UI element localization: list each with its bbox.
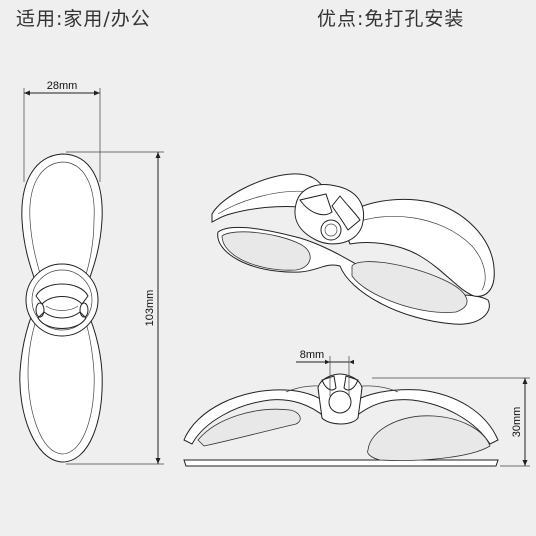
top-view-hub-knob-right xyxy=(79,302,89,318)
perspective-hub-body xyxy=(294,184,364,245)
dim-width-label: 28mm xyxy=(47,80,78,92)
dim-height-label: 30mm xyxy=(511,407,523,438)
perspective-hub-ball-inner xyxy=(324,223,338,237)
front-view-right-wing xyxy=(349,389,499,445)
top-view-hub-center-line xyxy=(45,305,79,311)
top-view-hub-upper xyxy=(35,283,89,305)
perspective-hub-jaw-left xyxy=(299,193,333,216)
top-view: 28mm 103mm xyxy=(19,80,164,465)
dim-slot-label: 8mm xyxy=(300,349,324,361)
top-view-hub-ring xyxy=(31,269,93,331)
top-view-hub-knob-left xyxy=(35,302,45,318)
perspective-left-arm-ridge xyxy=(217,190,311,215)
front-view-hub-jaw-left xyxy=(321,375,337,391)
dim-length-label: 103mm xyxy=(144,290,156,327)
top-view-hub-lower xyxy=(37,311,87,329)
front-view-base xyxy=(183,459,499,467)
front-view-right-foot xyxy=(367,415,491,461)
perspective-view xyxy=(211,173,495,325)
usage-label: 适用:家用/办公 xyxy=(16,8,151,30)
top-view-hub-outer xyxy=(25,263,99,337)
front-view: 8mm 30mm xyxy=(183,349,530,467)
perspective-base-left-hole xyxy=(221,231,311,271)
perspective-right-arm xyxy=(339,198,495,297)
perspective-hub-jaw-right xyxy=(331,195,361,231)
top-view-inner-line xyxy=(27,161,95,455)
perspective-base-right-hole xyxy=(351,261,468,313)
front-view-left-foot xyxy=(197,408,301,447)
front-view-hub-ball xyxy=(328,390,352,414)
perspective-right-arm-ridge xyxy=(351,216,486,291)
perspective-hub-ball xyxy=(320,219,342,241)
feature-label: 优点:免打孔安装 xyxy=(317,8,465,30)
